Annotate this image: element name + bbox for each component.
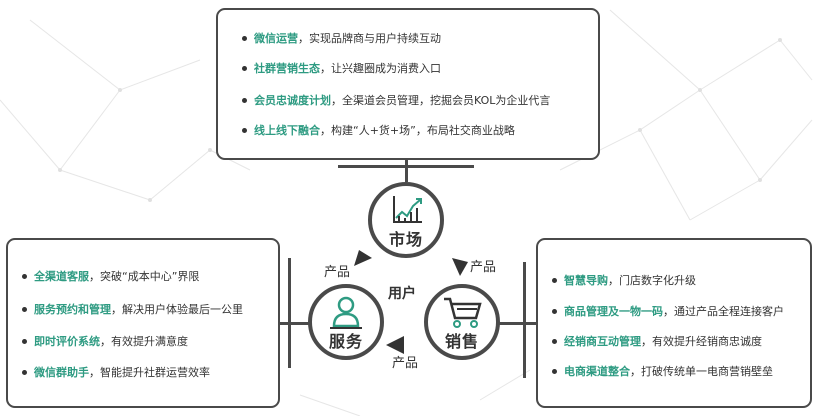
service-feature-item: 即时评价系统，有效提升满意度: [22, 335, 188, 349]
sales-feature-item: 商品管理及一物一码，通过产品全程连接客户: [552, 305, 784, 319]
service-feature-item: 微信群助手，智能提升社群运营效率: [22, 366, 210, 380]
market-connector-bar: [338, 165, 474, 168]
market-feature-item: 社群营销生态，让兴趣圈成为消费入口: [242, 62, 441, 76]
flow-label-bottom: 产品: [392, 356, 419, 371]
service-features-box: 全渠道客服，突破“成本中心”界限 服务预约和管理，解决用户体验最后一公里 即时评…: [6, 238, 280, 408]
shopping-cart-icon: [444, 297, 482, 328]
market-node-label: 市场: [388, 230, 423, 249]
service-node-label: 服务: [328, 332, 363, 351]
service-connector-bar: [288, 258, 291, 368]
flow-label-right: 产品: [470, 260, 497, 275]
market-feature-item: 微信运营，实现品牌商与用户持续互动: [242, 32, 441, 46]
sales-features-box: 智慧导购，门店数字化升级 商品管理及一物一码，通过产品全程连接客户 经销商互动管…: [536, 238, 812, 408]
line-chart-icon: [393, 196, 422, 223]
service-connector: [280, 322, 310, 325]
market-feature-item: 会员忠诚度计划，全渠道会员管理，挖掘会员KOL为企业代言: [242, 94, 550, 108]
market-node: 市场: [368, 182, 444, 258]
center-user-label: 用户: [388, 286, 416, 302]
sales-feature-item: 智慧导购，门店数字化升级: [552, 274, 696, 288]
arrow-sales-to-service: [386, 336, 404, 354]
person-icon: [330, 296, 362, 329]
sales-connector-bar: [523, 262, 526, 378]
service-node: 服务: [308, 284, 384, 360]
sales-node-label: 销售: [444, 332, 479, 351]
market-feature-item: 线上线下融合，构建“人+货+场”，布局社交商业战略: [242, 124, 515, 138]
service-feature-item: 服务预约和管理，解决用户体验最后一公里: [22, 303, 243, 317]
sales-node: 销售: [424, 284, 500, 360]
service-feature-item: 全渠道客服，突破“成本中心”界限: [22, 270, 199, 284]
arrow-service-to-market: [354, 250, 372, 266]
flow-label-left: 产品: [324, 265, 351, 280]
sales-feature-item: 电商渠道整合，打破传统单一电商营销壁垒: [552, 365, 773, 379]
market-connector-vertical: [405, 160, 408, 182]
sales-connector: [498, 322, 536, 325]
market-features-box: 微信运营，实现品牌商与用户持续互动 社群营销生态，让兴趣圈成为消费入口 会员忠诚…: [216, 8, 600, 160]
sales-feature-item: 经销商互动管理，有效提升经销商忠诚度: [552, 335, 762, 349]
arrow-market-to-sales: [452, 258, 468, 276]
